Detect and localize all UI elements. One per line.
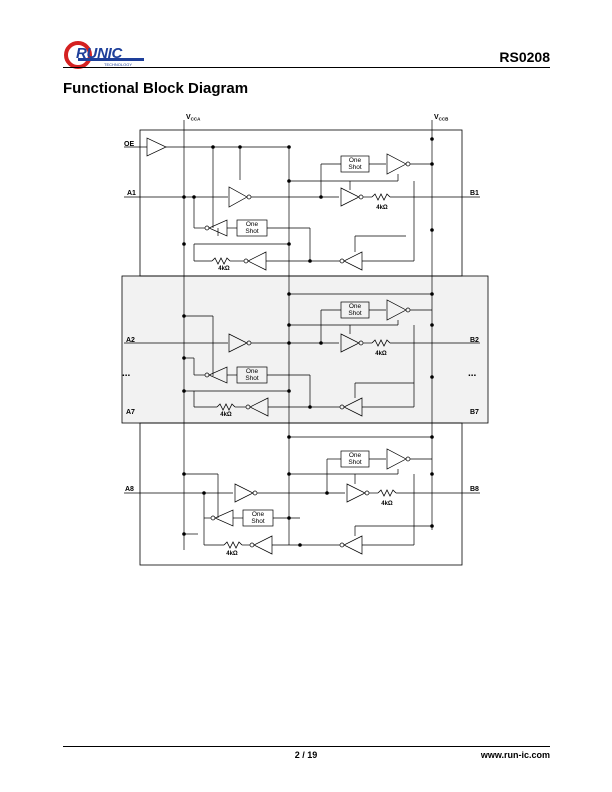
part-number: RS0208 <box>499 49 550 65</box>
one-shot-label: One <box>349 157 362 164</box>
one-shot-label: One <box>349 303 362 310</box>
one-shot-label: Shot <box>348 164 362 171</box>
vcca-label: VCCA <box>186 114 201 122</box>
one-shot-label: One <box>252 511 265 518</box>
lower-block-box <box>139 422 463 566</box>
oe-label: OE <box>124 141 134 148</box>
b8-label: B8 <box>470 486 479 493</box>
b7-label: B7 <box>470 409 479 416</box>
a1-label: A1 <box>127 190 136 197</box>
a7-label: A7 <box>126 409 135 416</box>
upper-block-box <box>139 129 463 277</box>
logo-text: RUNIC <box>76 45 122 62</box>
b2-label: B2 <box>470 337 479 344</box>
one-shot-label: One <box>246 368 259 375</box>
resistor-label: 4kΩ <box>226 551 238 557</box>
resistor-label: 4kΩ <box>220 412 232 418</box>
section-title: Functional Block Diagram <box>63 80 249 97</box>
resistor-label: 4kΩ <box>375 351 387 357</box>
vccb-label: VCCB <box>434 114 449 122</box>
a8-label: A8 <box>125 486 134 493</box>
resistor-label: 4kΩ <box>376 205 388 211</box>
one-shot-label: Shot <box>251 518 265 525</box>
one-shot-label: One <box>349 452 362 459</box>
resistor-label: 4kΩ <box>381 501 393 507</box>
channel-group-box <box>121 275 489 424</box>
left-ellipsis: ... <box>122 368 131 379</box>
a2-label: A2 <box>126 337 135 344</box>
resistor-label: 4kΩ <box>218 266 230 272</box>
logo-subtext: TECHNOLOGY <box>104 62 133 67</box>
one-shot-label: Shot <box>348 459 362 466</box>
one-shot-label: Shot <box>245 375 259 382</box>
page-number: 2 / 19 <box>294 750 318 760</box>
header-rule <box>63 67 550 68</box>
footer-rule <box>63 746 550 747</box>
one-shot-label: One <box>246 221 259 228</box>
b1-label: B1 <box>470 190 479 197</box>
website-link[interactable]: www.run-ic.com <box>480 750 550 760</box>
right-ellipsis: ... <box>468 368 477 379</box>
one-shot-label: Shot <box>348 310 362 317</box>
one-shot-label: Shot <box>245 228 259 235</box>
